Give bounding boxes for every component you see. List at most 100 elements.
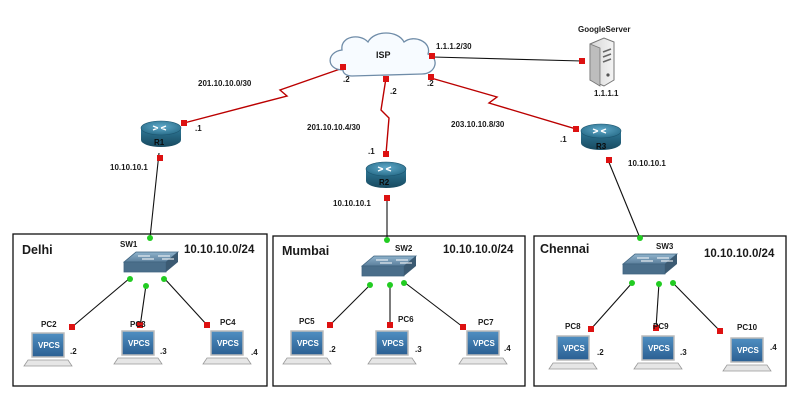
pc-pc4[interactable]: VPCS [202,330,252,365]
link-sw2-pc5 [329,284,371,326]
site-network-chennai: 10.10.10.0/24 [704,248,775,260]
port-down-indicator [653,325,659,331]
site-box-chennai [533,235,787,387]
vpcs-label: VPCS [737,346,759,355]
pc-pc9[interactable]: VPCS [633,335,683,370]
port-down-indicator [606,157,612,163]
serial-link-isp-r3 [430,77,577,130]
site-network-mumbai: 10.10.10.0/24 [443,244,514,256]
pc-host-label: .4 [504,344,511,353]
vpcs-label: VPCS [563,344,585,353]
pc-label: PC7 [478,318,494,327]
router-r1[interactable]: R1 [140,120,182,147]
port-up-indicator [401,280,407,286]
port-down-indicator [429,53,435,59]
site-box-mumbai [272,235,526,387]
r3-wan-network-label: 203.10.10.8/30 [451,120,505,129]
router-r2[interactable]: R2 [365,161,407,188]
pc-host-label: .3 [680,348,687,357]
r2-isp-side-label: .2 [390,87,397,96]
vpcs-label: VPCS [217,339,239,348]
vpcs-label: VPCS [128,339,150,348]
isp-label: ISP [376,50,391,60]
port-down-indicator [387,322,393,328]
pc-label: PC10 [737,323,758,332]
pc-pc2[interactable]: VPCS [23,332,73,367]
port-down-indicator [460,324,466,330]
port-down-indicator [327,322,333,328]
port-down-indicator [137,322,143,328]
pc-host-label: .2 [597,348,604,357]
port-up-indicator [656,281,662,287]
site-box-delhi [12,233,268,387]
r3-router-side-label: .1 [560,135,567,144]
router-r3-label: R3 [596,142,607,151]
google-server[interactable] [589,37,615,87]
port-up-indicator [161,276,167,282]
switch-sw2-label: SW2 [395,244,413,253]
r2-lan-ip-label: 10.10.10.1 [333,199,371,208]
pc-host-label: .3 [415,345,422,354]
pc-label: PC2 [41,320,57,329]
port-up-indicator [384,237,390,243]
link-r3-sw3 [607,159,641,239]
vpcs-label: VPCS [38,341,60,350]
port-down-indicator [69,324,75,330]
port-up-indicator [629,280,635,286]
port-up-indicator [143,283,149,289]
pc-pc8[interactable]: VPCS [548,335,598,370]
port-down-indicator [383,76,389,82]
switch-sw1[interactable] [122,251,180,273]
port-up-indicator [670,280,676,286]
vpcs-label: VPCS [297,339,319,348]
pc-pc6[interactable]: VPCS [367,330,417,365]
r1-wan-network-label: 201.10.10.0/30 [198,79,252,88]
port-down-indicator [573,126,579,132]
site-name-delhi: Delhi [22,243,53,257]
port-up-indicator [637,235,643,241]
link-sw1-pc3 [139,284,147,328]
port-down-indicator [204,322,210,328]
r1-lan-ip-label: 10.10.10.1 [110,163,148,172]
router-r2-label: R2 [379,178,390,187]
switch-sw3[interactable] [621,253,679,275]
pc-pc10[interactable]: VPCS [722,337,772,372]
site-name-mumbai: Mumbai [282,244,329,258]
r3-isp-side-label: .2 [427,79,434,88]
link-sw3-pc8 [590,282,633,330]
link-sw2-pc7 [403,281,464,328]
isp-cloud[interactable]: ISP [329,32,436,77]
port-down-indicator [588,326,594,332]
r2-router-side-label: .1 [368,147,375,156]
vpcs-label: VPCS [648,344,670,353]
switch-sw2[interactable] [360,255,418,277]
port-down-indicator [157,155,163,161]
pc-pc7[interactable]: VPCS [458,330,508,365]
switch-sw1-label: SW1 [120,240,138,249]
link-isp-google [432,56,583,62]
r2-wan-network-label: 201.10.10.4/30 [307,123,361,132]
pc-pc5[interactable]: VPCS [282,330,332,365]
port-up-indicator [147,235,153,241]
pc-pc3[interactable]: VPCS [113,330,163,365]
vpcs-label: VPCS [382,339,404,348]
link-r1-sw1 [149,152,160,239]
port-down-indicator [428,74,434,80]
pc-host-label: .4 [770,343,777,352]
pc-label: PC3 [130,320,146,329]
pc-host-label: .2 [329,345,336,354]
pc-label: PC4 [220,318,236,327]
port-down-indicator [384,195,390,201]
serial-link-isp-r1 [183,67,344,124]
router-r3[interactable]: R3 [580,123,622,151]
port-down-indicator [579,58,585,64]
router-r1-label: R1 [154,138,165,147]
link-sw1-pc4 [163,277,208,326]
pc-label: PC9 [653,322,669,331]
pc-label: PC5 [299,317,315,326]
site-name-chennai: Chennai [540,242,589,256]
pc-host-label: .3 [160,347,167,356]
pc-label: PC8 [565,322,581,331]
link-sw3-pc9 [655,282,660,329]
